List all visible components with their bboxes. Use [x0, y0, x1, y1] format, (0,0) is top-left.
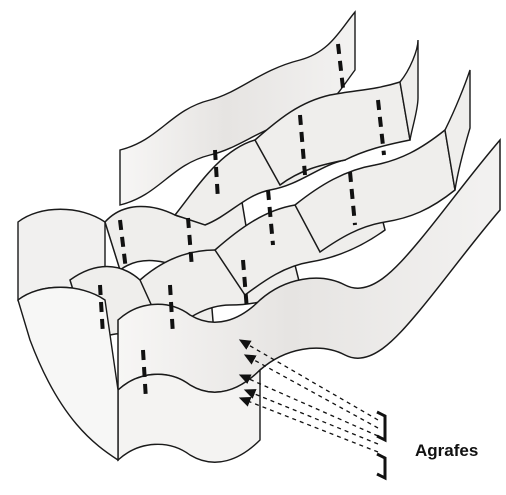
staple-icon: [377, 412, 385, 440]
staple-icon: [377, 454, 385, 478]
arrow: [245, 355, 378, 428]
wall-depth-left: [18, 287, 118, 460]
agrafes-label: Agrafes: [415, 441, 478, 461]
staple-icon: [377, 412, 385, 478]
arrow: [245, 390, 378, 444]
